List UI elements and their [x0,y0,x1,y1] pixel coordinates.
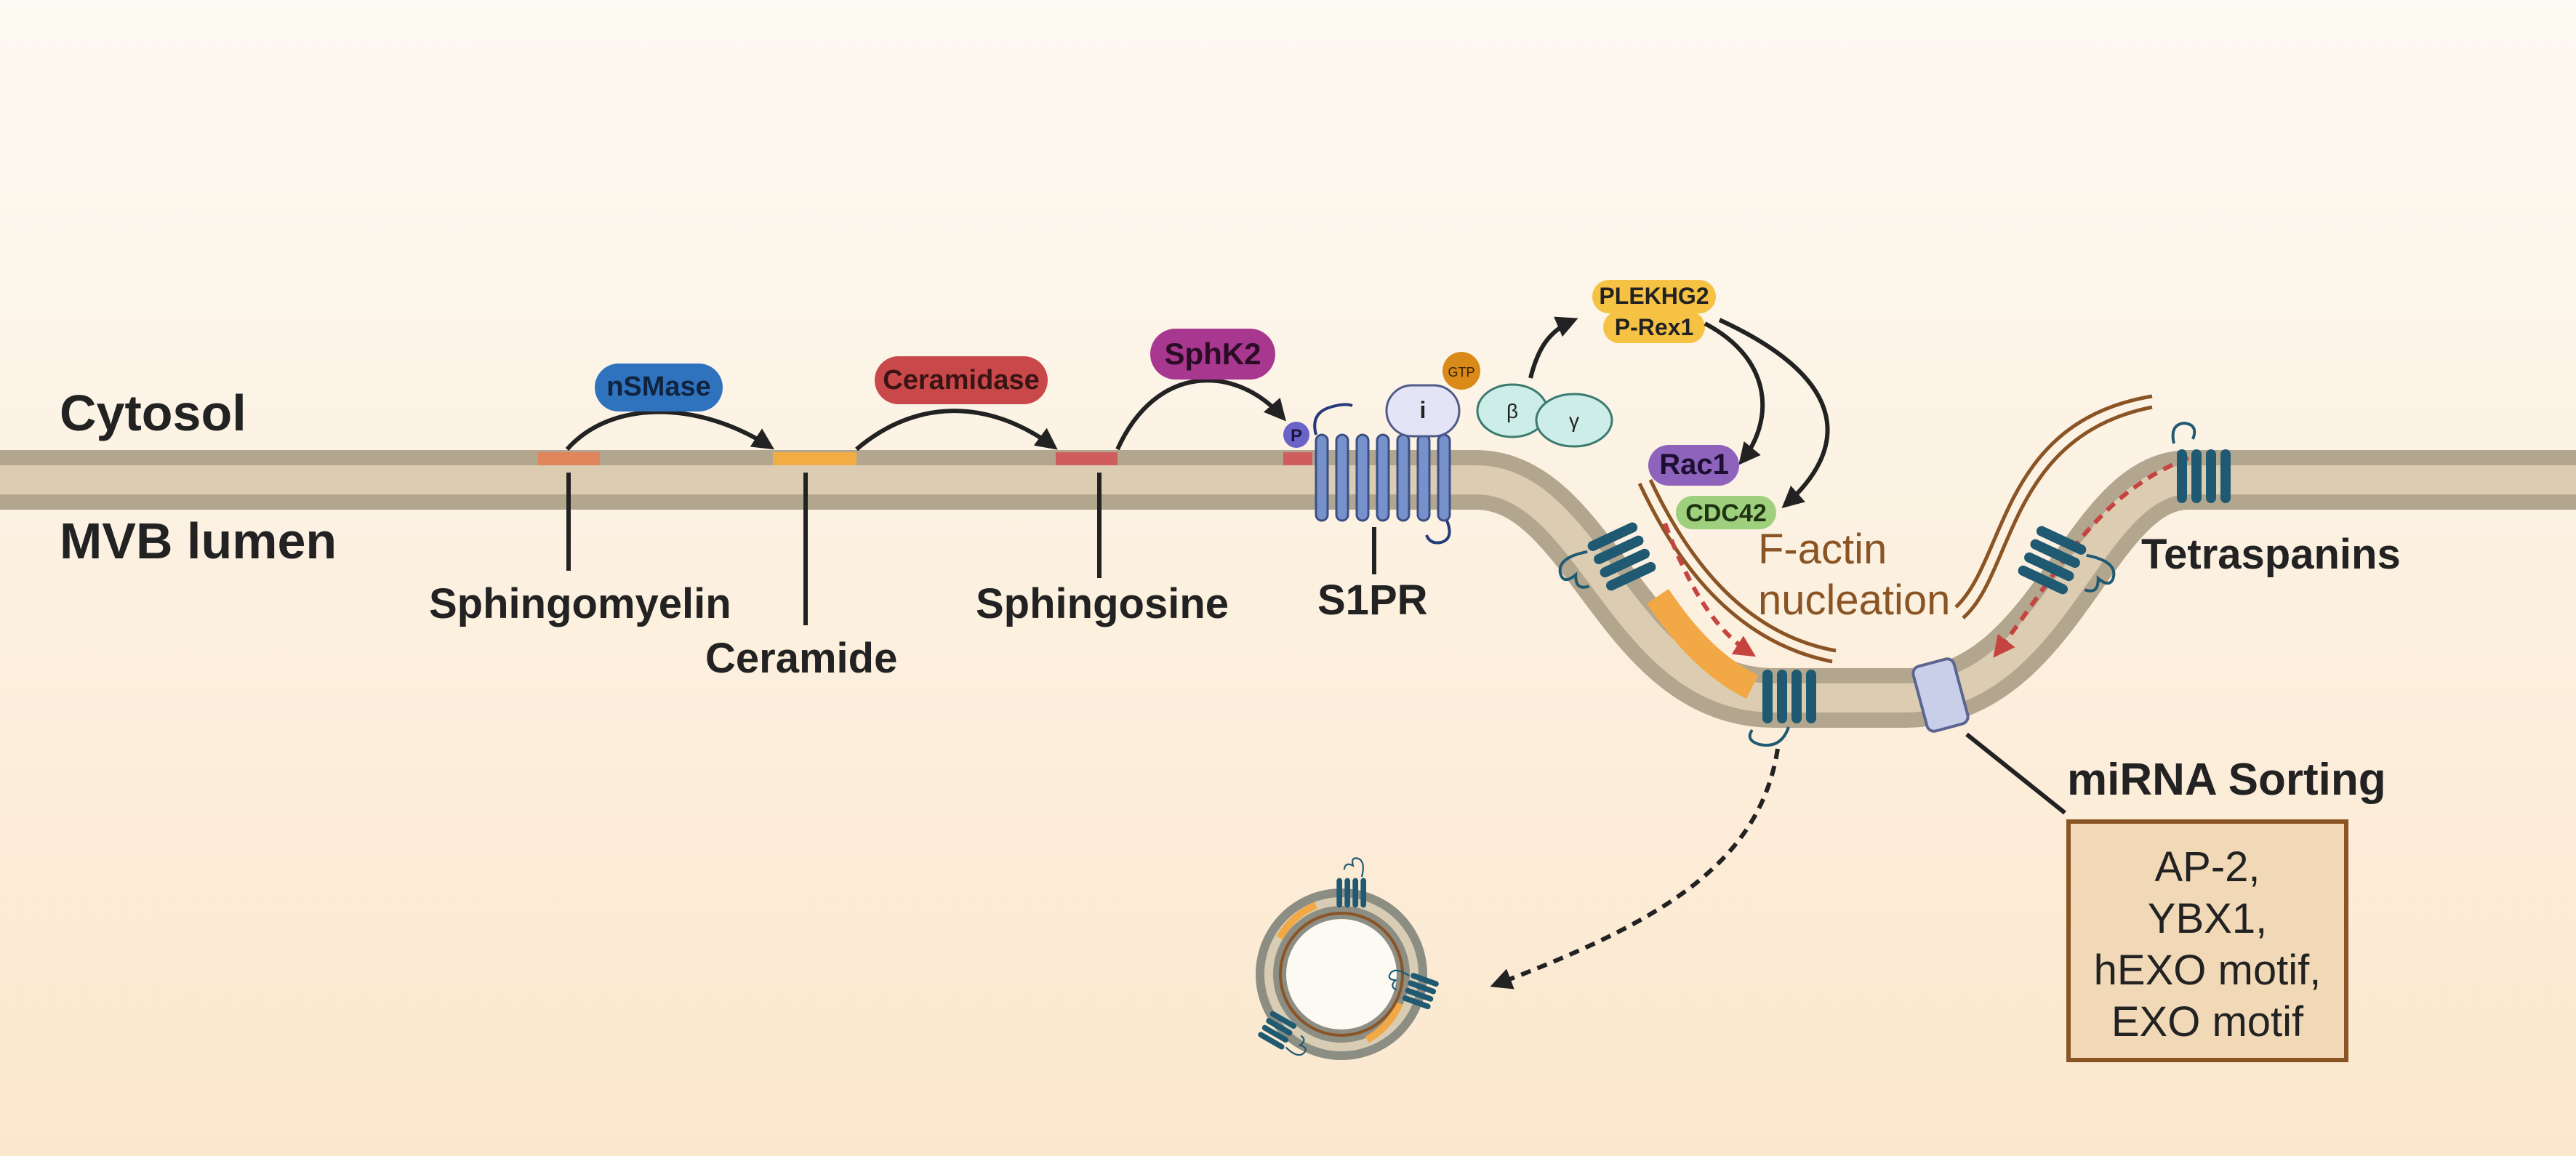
mvb-membrane [0,450,2576,728]
nsmase-arrow [565,409,775,451]
intraluminal-vesicle [1256,857,1441,1061]
mirna-item: EXO motif [2111,998,2304,1045]
cytosol-label: Cytosol [60,385,246,441]
tetraspanin-loop [1748,726,1790,747]
g-alpha-label: i [1420,397,1427,423]
budding-arrow-right [1993,456,2190,658]
mirna-item: hEXO motif, [2094,947,2322,994]
ceramidase-label: Ceramidase [883,365,1039,396]
s1pr-receptor [1313,403,1451,545]
prex1-label: P-Rex1 [1615,314,1694,340]
gtp-icon [1443,352,1480,390]
tetraspanin-loop [2171,421,2196,444]
f-actin-filaments [1637,394,2153,664]
gef-to-rac1-arrow [1704,321,1765,465]
s1pr-label: S1PR [1317,577,1428,624]
rac1-label: Rac1 [1659,449,1729,481]
sphingosine-patch [1056,452,1118,465]
g-gamma-subunit [1535,393,1613,448]
mirna-leader [1965,732,2066,815]
mirna-item: AP-2, [2154,843,2260,891]
g-gamma-label: γ [1569,409,1579,432]
mirna-sorting-box [2066,819,2348,1062]
sphk2-label: SphK2 [1164,337,1261,371]
phosphate-label: P [1291,426,1302,446]
g-alpha-subunit [1385,384,1461,438]
tetraspanins-label: Tetraspanins [2141,531,2401,578]
ceramide-patch [773,452,856,465]
mirna-sorting-protein [1911,657,1970,733]
gprotein-to-gef-arrow [1528,316,1578,379]
cdc42-badge [1676,496,1776,529]
g-beta-label: β [1506,400,1518,422]
f-actin-label-line2: nucleation [1758,577,1950,624]
ceramide-label: Ceramide [705,635,897,682]
vesicle-release-arrow [1490,748,1780,990]
rac1-badge [1648,445,1739,486]
plekhg2-badge [1592,280,1716,313]
cdc42-label: CDC42 [1685,499,1766,527]
s1p-patch [1283,452,1312,465]
sphk2-arrow [1115,378,1286,451]
gtp-label: GTP [1448,365,1474,380]
sphingomyelin-label: Sphingomyelin [429,580,731,627]
budding-arrow-left [1663,522,1757,657]
phosphate-icon [1283,422,1309,448]
mvb-lumen-label: MVB lumen [60,513,337,569]
nsmase-badge [595,364,723,412]
sphingosine-label: Sphingosine [976,580,1229,627]
ceramidase-arrow [855,409,1058,451]
f-actin-label-line1: F-actin [1758,526,1887,573]
prex1-badge [1603,311,1705,343]
sphingomyelin-patch [538,452,600,465]
sphk2-badge [1150,329,1275,380]
plekhg2-label: PLEKHG2 [1599,283,1709,309]
nsmase-label: nSMase [606,372,711,402]
ceramidase-badge [875,356,1048,404]
mirna-sorting-title: miRNA Sorting [2067,755,2386,805]
mirna-item: YBX1, [2148,895,2267,942]
gef-to-cdc42-arrow [1718,318,1830,508]
